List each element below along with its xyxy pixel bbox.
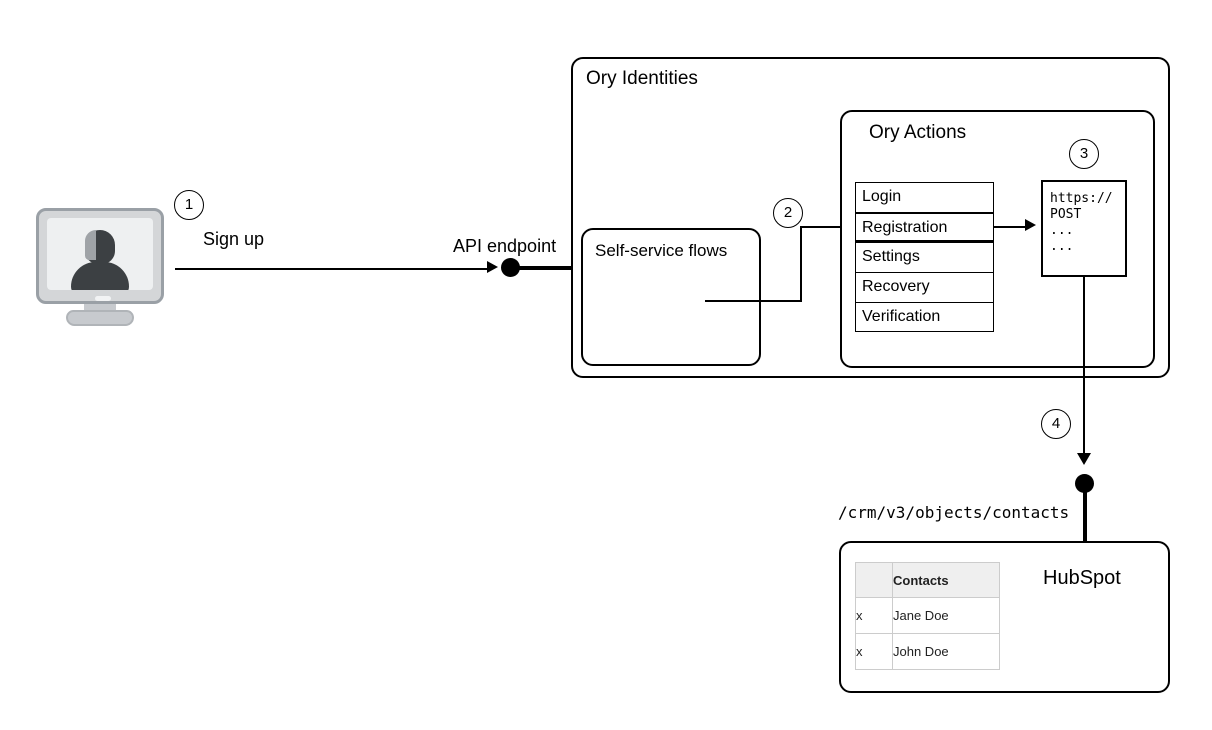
webhook-to-hubspot-arrow-head	[1077, 453, 1091, 465]
step-badge-4: 4	[1041, 409, 1071, 439]
monitor-base	[66, 310, 134, 326]
registration-to-webhook-line	[993, 226, 1026, 228]
monitor-user-icon	[36, 208, 164, 304]
webhook-line-body-1: ...	[1050, 223, 1074, 238]
flow-item-settings[interactable]: Settings	[855, 242, 994, 272]
signup-arrow-line	[175, 268, 488, 270]
avatar-head-highlight	[85, 230, 96, 260]
ory-actions-flow-list: Login Registration Settings Recovery Ver…	[855, 182, 994, 332]
table-cell-marker: x	[855, 597, 893, 634]
webhook-line-url: https://	[1050, 191, 1113, 206]
table-row[interactable]: x Jane Doe	[855, 597, 1000, 634]
flow-item-login[interactable]: Login	[855, 182, 994, 212]
hubspot-contacts-table: Contacts x Jane Doe x John Doe	[855, 562, 1000, 670]
webhook-line-body-2: ...	[1050, 239, 1074, 254]
api-endpoint-label: API endpoint	[453, 236, 557, 256]
webhook-config-box: https:// POST ... ...	[1041, 180, 1127, 277]
table-header-row: Contacts	[855, 562, 1000, 598]
table-header-contacts: Contacts	[892, 562, 1000, 598]
flow-item-verification[interactable]: Verification	[855, 302, 994, 332]
api-endpoint-dot	[501, 258, 520, 277]
api-endpoint-connector	[515, 266, 577, 270]
table-header-blank	[855, 562, 893, 598]
ory-actions-title: Ory Actions	[869, 122, 967, 143]
flow-item-recovery[interactable]: Recovery	[855, 272, 994, 302]
table-row[interactable]: x John Doe	[855, 633, 1000, 670]
monitor-power-button	[95, 296, 111, 301]
selfservice-connector-h2	[800, 226, 846, 228]
monitor-screen	[47, 218, 153, 290]
hubspot-endpoint-dot	[1075, 474, 1094, 493]
webhook-to-hubspot-line	[1083, 277, 1085, 455]
hubspot-title: HubSpot	[1043, 567, 1121, 589]
step-badge-1: 1	[174, 190, 204, 220]
ory-identities-title: Ory Identities	[586, 68, 698, 89]
avatar-body	[71, 262, 129, 290]
registration-to-webhook-arrow-head	[1025, 219, 1036, 231]
signup-arrow-head	[487, 261, 498, 273]
hubspot-endpoint-connector	[1083, 488, 1087, 543]
hubspot-api-path-label: /crm/v3/objects/contacts	[838, 503, 1070, 522]
self-service-flows-box	[581, 228, 761, 366]
step-badge-2: 2	[773, 198, 803, 228]
table-cell-marker: x	[855, 633, 893, 670]
table-cell-name: Jane Doe	[892, 597, 1000, 634]
selfservice-connector-h1	[705, 300, 802, 302]
self-service-flows-title: Self-service flows	[595, 241, 728, 260]
step-badge-3: 3	[1069, 139, 1099, 169]
webhook-line-method: POST	[1050, 207, 1082, 222]
table-cell-name: John Doe	[892, 633, 1000, 670]
flow-item-registration[interactable]: Registration	[855, 212, 994, 242]
selfservice-connector-v	[800, 226, 802, 302]
sign-up-label: Sign up	[203, 229, 265, 249]
